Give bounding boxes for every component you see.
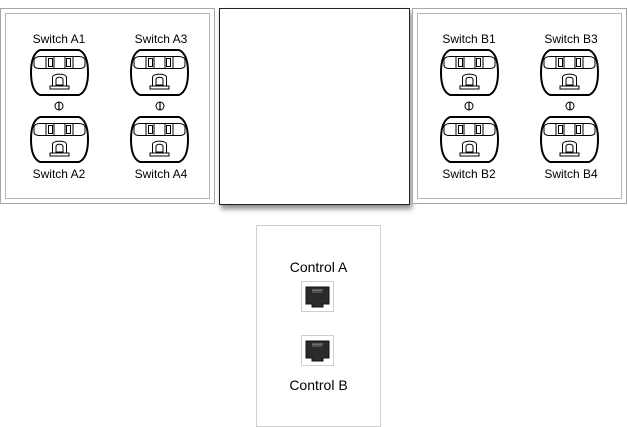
switch-a3-label: Switch A3 — [134, 32, 188, 46]
outlet-receptacle-icon — [30, 116, 89, 163]
switch-b1-label: Switch B1 — [442, 32, 496, 46]
outlet-switch-b1[interactable] — [440, 49, 499, 96]
control-a-jack[interactable] — [301, 281, 334, 312]
outlet-receptacle-icon — [540, 49, 599, 96]
outlet-receptacle-icon — [540, 116, 599, 163]
wall-plate-a: Switch A1 Switch A3 Switch A2 Switch A4 — [0, 8, 215, 204]
outlet-receptacle-icon — [130, 49, 189, 96]
switch-b4-label: Switch B4 — [544, 167, 598, 181]
ethernet-port-icon — [302, 282, 333, 311]
screw-icon — [54, 101, 64, 111]
ethernet-port-icon — [302, 336, 333, 365]
outlet-receptacle-icon — [440, 116, 499, 163]
blank-panel — [219, 8, 410, 205]
outlet-switch-a2[interactable] — [30, 116, 89, 163]
control-b-jack[interactable] — [301, 335, 334, 366]
switch-b2-label: Switch B2 — [442, 167, 496, 181]
switch-a4-label: Switch A4 — [134, 167, 188, 181]
switch-a2-label: Switch A2 — [32, 167, 86, 181]
outlet-receptacle-icon — [440, 49, 499, 96]
outlet-switch-b2[interactable] — [440, 116, 499, 163]
control-b-label: Control B — [289, 377, 348, 393]
switch-a1-label: Switch A1 — [32, 32, 86, 46]
control-plate: Control A Control B — [256, 225, 381, 427]
screw-icon — [464, 101, 474, 111]
outlet-switch-b3[interactable] — [540, 49, 599, 96]
outlet-switch-b4[interactable] — [540, 116, 599, 163]
screw-icon — [565, 101, 575, 111]
outlet-switch-a4[interactable] — [130, 116, 189, 163]
outlet-switch-a3[interactable] — [130, 49, 189, 96]
outlet-switch-a1[interactable] — [30, 49, 89, 96]
screw-icon — [155, 101, 165, 111]
switch-b3-label: Switch B3 — [544, 32, 598, 46]
outlet-receptacle-icon — [130, 116, 189, 163]
wall-plate-b: Switch B1 Switch B3 Switch B2 Switch B4 — [412, 8, 627, 204]
outlet-receptacle-icon — [30, 49, 89, 96]
control-a-label: Control A — [289, 259, 348, 275]
